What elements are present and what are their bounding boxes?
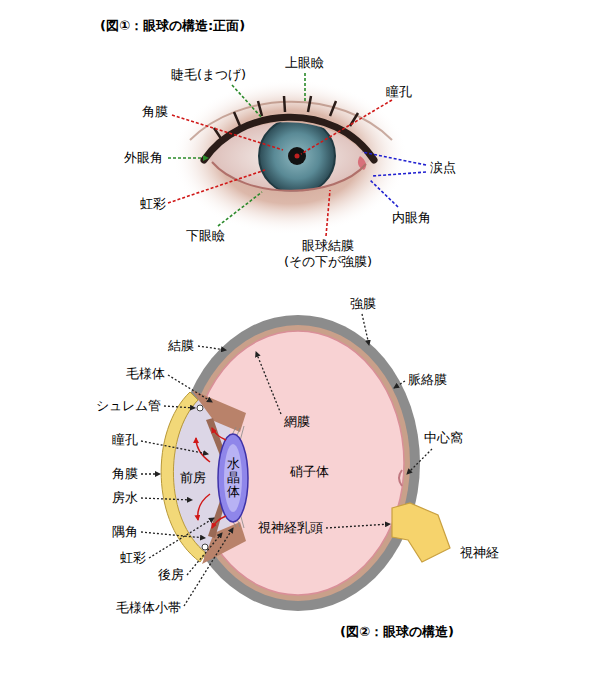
leader-line	[184, 528, 233, 606]
eyeball-section	[130, 315, 450, 611]
part-label: 硝子体	[290, 464, 329, 480]
leader-line	[168, 375, 212, 402]
schlemm-canal	[202, 544, 208, 550]
part-label: 網膜	[284, 414, 310, 430]
ciliary-body	[192, 390, 246, 432]
retina	[192, 331, 404, 595]
lens	[218, 434, 248, 522]
part-label: 中心窩	[424, 430, 463, 446]
leader-line	[172, 115, 283, 150]
leader-line	[168, 157, 208, 159]
pupil-glint	[295, 154, 300, 159]
part-label: 上眼瞼	[285, 55, 324, 71]
part-label: 強膜	[350, 296, 376, 312]
leader-line	[198, 346, 226, 350]
part-label: 外眼角	[124, 150, 163, 166]
leader-line	[326, 524, 390, 528]
choroid	[186, 325, 410, 601]
leader-line	[407, 449, 432, 474]
fovea	[399, 470, 402, 486]
part-label: 眼球結膜 (その下が強膜)	[272, 238, 384, 270]
figure-title: (図①：眼球の構造:正面)	[100, 18, 245, 34]
aqueous-flow	[212, 516, 226, 528]
eye-photo	[172, 79, 408, 235]
eyelash-strands	[214, 96, 358, 140]
leader-line	[256, 352, 281, 414]
iris	[259, 118, 335, 194]
optic-nerve	[392, 503, 450, 562]
lower-lid	[212, 162, 366, 191]
part-label: シュレム管	[96, 398, 161, 414]
part-label: 虹彩	[140, 196, 166, 212]
aqueous-flow	[196, 438, 210, 462]
skin	[172, 79, 408, 235]
leader-line	[141, 498, 192, 500]
leader-line	[326, 190, 330, 236]
leader-line	[370, 180, 398, 207]
pupil	[288, 147, 306, 165]
part-label: 角膜	[112, 466, 138, 482]
part-label: 瞳孔	[386, 84, 412, 100]
part-label: 虹彩	[120, 550, 146, 566]
part-label: 涙点	[430, 160, 456, 176]
leader-line	[232, 85, 262, 118]
part-label: 結膜	[168, 338, 194, 354]
part-label: 隅角	[112, 524, 138, 540]
leader-line	[141, 441, 208, 454]
eyelashes	[204, 117, 374, 160]
leader-line	[394, 381, 405, 388]
aqueous-flow	[212, 428, 226, 440]
part-label: 視神経	[460, 545, 499, 561]
leader-line	[304, 73, 306, 102]
part-label: 前房	[180, 470, 206, 486]
aqueous-flow	[198, 494, 210, 520]
leader-line	[141, 473, 160, 474]
leader-lines-section	[141, 314, 432, 606]
iris-rim	[259, 118, 335, 194]
leader-line	[164, 406, 195, 408]
leader-line	[141, 532, 205, 538]
part-label: 房水	[112, 490, 138, 506]
ciliary-body	[202, 522, 246, 564]
leader-line	[362, 314, 369, 345]
schlemm-canal	[197, 405, 203, 411]
leader-line	[372, 172, 426, 176]
figure-caption: (図②：眼球の構造)	[340, 624, 454, 640]
part-label: 下眼瞼	[186, 228, 225, 244]
part-label: 毛様体小帯	[116, 600, 181, 616]
leader-line	[218, 192, 262, 226]
lens-core	[224, 444, 242, 512]
leader-line	[168, 170, 265, 203]
leader-line	[149, 518, 214, 558]
part-label: 内眼角	[392, 210, 431, 226]
part-label: 水晶体	[227, 457, 240, 500]
part-label: 瞳孔	[112, 432, 138, 448]
part-label: 角膜	[142, 104, 168, 120]
part-label: 睫毛(まつげ)	[171, 67, 246, 83]
part-label: 毛様体	[126, 366, 165, 382]
part-label: 視神経乳頭	[258, 520, 323, 536]
part-label: 脈絡膜	[408, 372, 447, 388]
leader-line	[301, 100, 392, 154]
part-label: 後房	[158, 567, 184, 583]
leader-lines-front	[168, 73, 426, 236]
leader-line	[362, 152, 426, 165]
